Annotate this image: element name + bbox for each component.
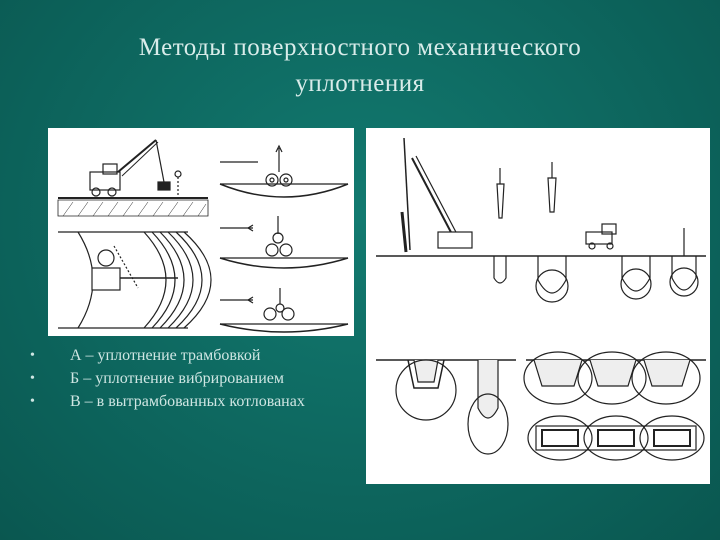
vibrating-roller-stages: [219, 144, 349, 333]
crane-tamper-diagram: [57, 139, 209, 217]
bullet-text: Б – уплотнение вибрированием: [70, 370, 285, 387]
bullet-item: • В – в вытрамбованных котлованах: [30, 391, 350, 412]
crane-pit-stages: [376, 137, 706, 303]
bullet-text: А – уплотнение трамбовкой: [70, 347, 261, 364]
slide-title-line-2: уплотнения: [295, 70, 425, 97]
bullet-dot: •: [30, 348, 35, 363]
bullet-text: В – в вытрамбованных котлованах: [70, 393, 305, 410]
bullet-dot: •: [30, 394, 35, 409]
bullet-dot: •: [30, 371, 35, 386]
figure-tamping-vibrating-drawing: [48, 128, 354, 336]
pit-sections: [376, 359, 516, 455]
slide-title: Методы поверхностного механического упло…: [40, 30, 680, 102]
bullet-item: • Б – уплотнение вибрированием: [30, 368, 350, 389]
plan-view-diagram: [58, 231, 212, 329]
bullet-list: • А – уплотнение трамбовкой • Б – уплотн…: [30, 345, 350, 414]
figure-tamped-pits-drawing: [366, 128, 710, 484]
bullet-item: • А – уплотнение трамбовкой: [30, 345, 350, 366]
slide-title-line-1: Методы поверхностного механического: [138, 34, 582, 61]
foundation-row: [523, 351, 706, 461]
